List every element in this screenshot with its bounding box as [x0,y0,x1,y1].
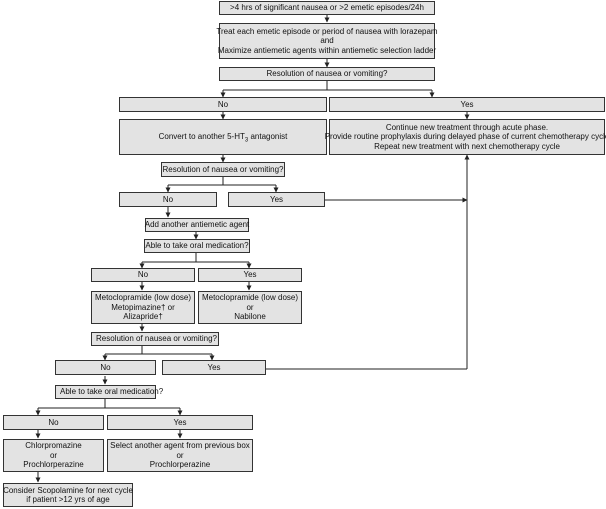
continue-line-2: Provide routine prophylaxis during delay… [324,132,606,142]
trigger-box: >4 hrs of significant nausea or >2 emeti… [219,1,435,15]
add-agent-box: Add another antiemetic agent [145,218,249,232]
oral1-no-box: No [91,268,195,282]
oral2-yes-text: Yes [173,417,187,427]
q3-yes-text: Yes [207,362,221,372]
scopolamine-line-1: Consider Scopolamine for next cycle [3,485,133,495]
treat-line-3: Maximize antiemetic agents within antiem… [217,45,437,55]
q3-resolution-box: Resolution of nausea or vomiting? [91,332,219,346]
oral1-no-text: No [137,270,149,280]
chlor-line-1: Chlorpromazine [25,441,82,451]
q2-yes-box: Yes [228,192,325,207]
continue-box: Continue new treatment through acute pha… [325,119,606,155]
continue-line-1: Continue new treatment through acute pha… [385,122,549,132]
oral2-no-box: No [3,415,104,430]
q1-yes-box: Yes [329,97,605,112]
meds-yes-line-3: Nabilone [234,312,266,322]
meds-no-line-2: Metopimazine† or [111,302,175,312]
oral1-question-text: Able to take oral medication? [145,241,249,251]
oral2-yes-box: Yes [107,415,253,430]
select-box: Select another agent from previous box o… [107,439,253,472]
q2-no-text: No [162,194,174,204]
continue-line-3: Repeat new treatment with next chemother… [374,141,560,151]
q1-resolution-box: Resolution of nausea or vomiting? [219,67,435,81]
q1-no-box: No [119,97,327,112]
q1-yes-text: Yes [460,99,474,109]
q2-yes-text: Yes [269,194,284,204]
oral2-question-text: Able to take oral medication? [60,387,164,397]
treat-line-2: and [320,36,334,46]
q2-no-box: No [119,192,217,207]
scopolamine-line-2: if patient >12 yrs of age [26,495,110,504]
treat-box: Treat each emetic episode or period of n… [216,23,438,59]
select-line-3: Prochlorperazine [149,460,211,470]
meds-no-line-1: Metoclopramide (low dose) [94,293,192,303]
chlor-box: Chlorpromazine or Prochlorperazine [3,439,104,472]
scopolamine-box: Consider Scopolamine for next cycle if p… [3,483,133,507]
q1-no-text: No [217,99,229,109]
trigger-text: >4 hrs of significant nausea or >2 emeti… [230,3,424,13]
meds-yes-line-1: Metoclopramide (low dose) [201,293,299,303]
add-agent-text: Add another antiemetic agent [144,220,250,230]
meds-yes-box: Metoclopramide (low dose) or Nabilone [198,291,302,324]
oral2-question-box: Able to take oral medication? [55,385,163,399]
oral1-yes-box: Yes [198,268,302,282]
q3-yes-box: Yes [162,360,266,375]
chlor-line-3: Prochlorperazine [23,460,84,470]
oral1-question-box: Able to take oral medication? [144,239,250,253]
select-line-2: or [176,450,184,460]
q1-text: Resolution of nausea or vomiting? [266,69,388,79]
chlor-line-2: or [49,450,58,460]
q3-no-box: No [55,360,156,375]
q3-text: Resolution of nausea or vomiting? [96,334,217,344]
meds-yes-line-2: or [246,302,254,312]
meds-no-line-3: Alizapride† [123,312,163,322]
q3-no-text: No [100,362,111,372]
oral1-yes-text: Yes [243,270,257,280]
q2-resolution-box: Resolution of nausea or vomiting? [161,162,285,177]
q2-text: Resolution of nausea or vomiting? [162,164,284,174]
select-line-1: Select another agent from previous box [110,441,250,451]
convert-box: Convert to another 5-HT3 antagonist [119,119,327,155]
oral2-no-text: No [48,417,59,427]
convert-text: Convert to another 5-HT3 antagonist [158,132,288,144]
treat-line-1: Treat each emetic episode or period of n… [216,26,438,36]
meds-no-box: Metoclopramide (low dose) Metopimazine† … [91,291,195,324]
